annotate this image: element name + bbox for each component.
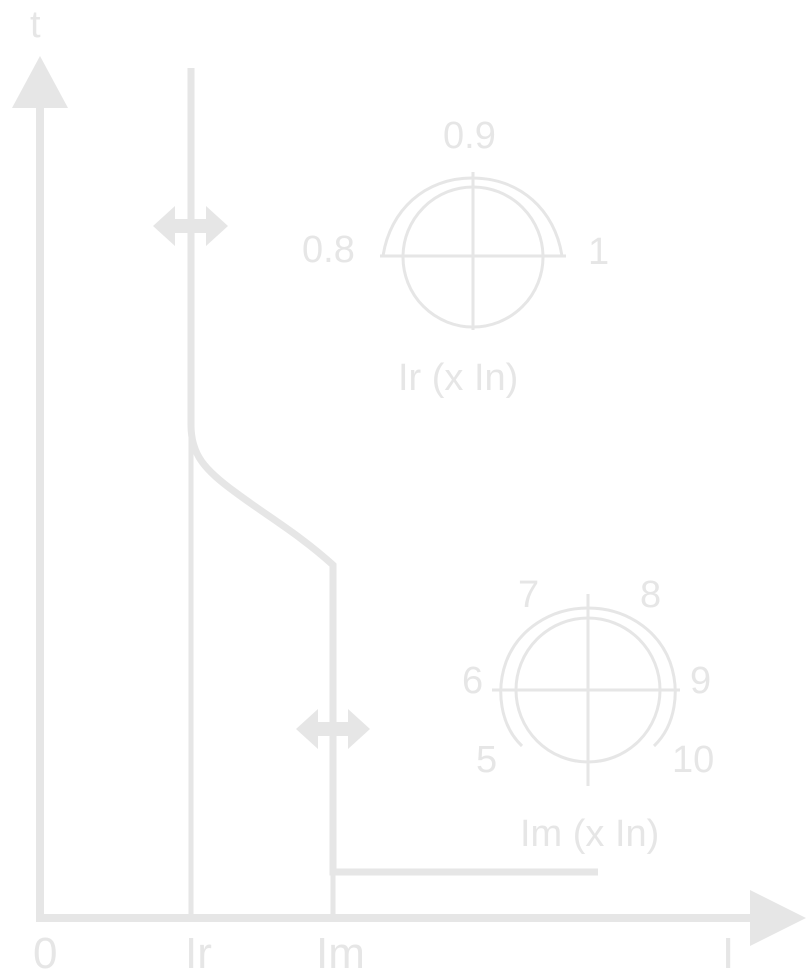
im-dial-label-lower-right: 10 [672, 739, 714, 781]
im-adjust-double-arrow-icon [296, 709, 370, 749]
im-dial-label-lower-left: 5 [476, 739, 497, 781]
im-dial-label-upper-right: 8 [640, 574, 661, 616]
trip-curve [187, 68, 598, 876]
x-axis-label: I [722, 929, 734, 970]
x-axis-arrow [750, 890, 806, 946]
im-dial-title: Im (x In) [520, 813, 659, 855]
ir-adjust-double-arrow-icon [153, 206, 228, 246]
origin-label: 0 [33, 929, 57, 970]
ir-dial-label-top: 0.9 [443, 115, 496, 157]
y-axis-arrow [12, 56, 68, 108]
im-dial [492, 594, 680, 786]
im-dial-label-upper-left: 7 [518, 574, 539, 616]
ir-dial [380, 172, 566, 330]
ir-dial-title: Ir (x In) [398, 357, 518, 399]
axes [36, 100, 760, 922]
im-dial-label-right: 9 [690, 660, 711, 702]
ir-dial-label-left: 0.8 [302, 229, 355, 271]
ir-dial-label-right: 1 [588, 231, 609, 273]
x-tick-ir: Ir [185, 929, 212, 970]
x-tick-im: Im [316, 929, 365, 970]
y-axis-label: t [30, 4, 41, 46]
im-dial-label-left: 6 [462, 660, 483, 702]
